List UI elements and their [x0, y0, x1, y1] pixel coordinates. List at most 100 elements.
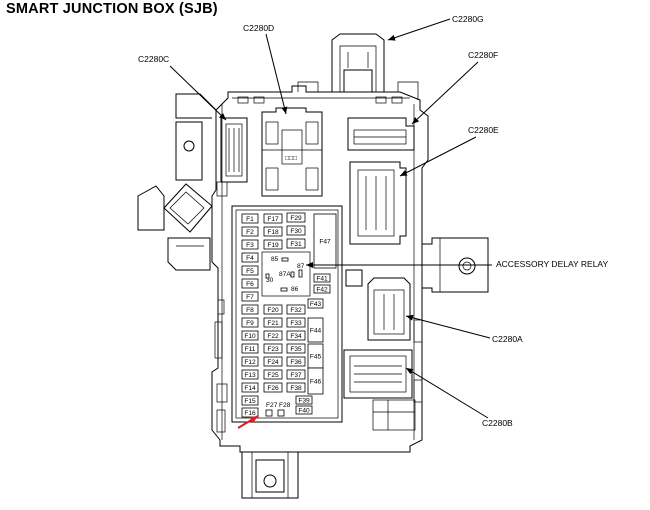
- fuse-f32-label: F32: [290, 307, 302, 314]
- fuse-f9-slot: [241, 317, 259, 328]
- fuse-f17-slot: [263, 213, 283, 224]
- fuse-f38-slot: [286, 382, 306, 393]
- fuse-f37-label: F37: [290, 372, 302, 379]
- fuse-f41-label: F41: [316, 275, 328, 282]
- fuse-f44-label: F44: [310, 327, 322, 334]
- fuse-f13-slot: [241, 369, 259, 380]
- connector-c2280e: [349, 161, 407, 245]
- fuse-f14-slot: [241, 382, 259, 393]
- fuse-f27-label: F27: [266, 402, 278, 409]
- fuse-f31-label: F31: [290, 241, 302, 248]
- fuse-f47-slot: [313, 213, 337, 269]
- relay-pin-85: 85: [271, 256, 279, 263]
- fuse-f10-label: F10: [244, 333, 256, 340]
- fuse-f15-label: F15: [244, 398, 256, 405]
- fuse-f19-label: F19: [267, 242, 279, 249]
- fuse-f14-label: F14: [244, 385, 256, 392]
- relay-pin-86-slot: [280, 287, 288, 292]
- label-c2280e: C2280E: [468, 125, 499, 135]
- fuse-f20-label: F20: [267, 307, 279, 314]
- fuse-f39-slot: [295, 395, 313, 405]
- fuse-f28-label: F28: [279, 402, 291, 409]
- fuse-f2-slot: [241, 226, 259, 237]
- left-mounting-brackets: [137, 93, 217, 271]
- fuse-f16-label: F16: [244, 410, 256, 417]
- label-c2280a: C2280A: [492, 334, 523, 344]
- fuse-f43-label: F43: [310, 301, 322, 308]
- fuse-layout: F1F2F3F4F5F6F7F8F9F10F11F12F13F14F15F16F…: [241, 212, 337, 418]
- fuse-f33-slot: [286, 317, 306, 328]
- fuse-f11-slot: [241, 343, 259, 354]
- fuse-f36-label: F36: [290, 359, 302, 366]
- relay-pin-87a-slot: [290, 271, 295, 278]
- fuse-f31-slot: [286, 238, 306, 249]
- fuse-f30-slot: [286, 225, 306, 236]
- junction-box-housing: [211, 85, 429, 453]
- connector-c2280g: [297, 33, 419, 100]
- fuse-f8-label: F8: [246, 307, 254, 314]
- fuse-f21-slot: [263, 317, 283, 328]
- fuse-f21-label: F21: [267, 320, 279, 327]
- fuse-f23-slot: [263, 343, 283, 354]
- fuse-f22-label: F22: [267, 333, 279, 340]
- relay-pin-85-slot: [281, 257, 289, 262]
- relay-pin-87a: 87A: [279, 271, 291, 278]
- fuse-f2-label: F2: [246, 229, 254, 236]
- label-c2280c: C2280C: [138, 54, 169, 64]
- fuse-f6-slot: [241, 278, 259, 289]
- fuse-f9-label: F9: [246, 320, 254, 327]
- fuse-f40-slot: [295, 405, 313, 415]
- relay-pin-30-slot: [265, 273, 270, 279]
- fuse-f45-label: F45: [310, 353, 322, 360]
- fuse-f25-slot: [263, 369, 283, 380]
- relay-pin-87-slot: [298, 269, 303, 278]
- fuse-f13-label: F13: [244, 372, 256, 379]
- fuse-f40-label: F40: [298, 407, 310, 414]
- fuse-f5-slot: [241, 265, 259, 276]
- fuse-f17-label: F17: [267, 216, 279, 223]
- fuse-f46-slot: [307, 367, 324, 395]
- connector-c2280c: [220, 117, 248, 183]
- fuse-f38-label: F38: [290, 385, 302, 392]
- fuse-f34-slot: [286, 330, 306, 341]
- svg-text:□□□: □□□: [285, 155, 297, 162]
- fuse-f34-label: F34: [290, 333, 302, 340]
- fuse-f28-slot: [277, 409, 285, 417]
- fuse-f6-label: F6: [246, 281, 254, 288]
- fuse-f7-slot: [241, 291, 259, 302]
- relay-pin-86: 86: [291, 286, 299, 293]
- fuse-f41-slot: [313, 273, 331, 283]
- bottom-mounting-tab: [241, 452, 299, 499]
- fuse-f44-slot: [307, 317, 324, 343]
- fuse-f35-slot: [286, 343, 306, 354]
- fuse-f22-slot: [263, 330, 283, 341]
- page-title: SMART JUNCTION BOX (SJB): [6, 1, 218, 17]
- leader-lines: [169, 18, 492, 429]
- fuse-f18-label: F18: [267, 229, 279, 236]
- connector-c2280f: [347, 117, 415, 151]
- fuse-f11-label: F11: [245, 346, 256, 353]
- label-c2280f: C2280F: [468, 50, 498, 60]
- label-c2280b: C2280B: [482, 418, 513, 428]
- fuse-f7-label: F7: [246, 294, 254, 301]
- fuse-panel: [231, 205, 363, 423]
- fuse-f12-slot: [241, 356, 259, 367]
- connector-c2280d: □□□: [261, 107, 323, 197]
- fuse-f5-label: F5: [246, 268, 254, 275]
- fuse-f27-slot: [265, 409, 273, 417]
- fuse-f24-label: F24: [267, 359, 279, 366]
- fuse-f26-slot: [263, 382, 283, 393]
- fuse-f4-label: F4: [246, 255, 254, 262]
- fuse-f20-slot: [263, 304, 283, 315]
- fuse-f4-slot: [241, 252, 259, 263]
- fuse-f15-slot: [241, 395, 259, 406]
- fuse-f23-label: F23: [267, 346, 279, 353]
- fuse-f29-label: F29: [290, 215, 302, 222]
- label-c2280g: C2280G: [452, 14, 484, 24]
- fuse-f29-slot: [286, 212, 306, 223]
- fuse-f19-slot: [263, 239, 283, 250]
- fuse-f42-slot: [313, 284, 331, 294]
- fuse-f10-slot: [241, 330, 259, 341]
- fuse-f8-slot: [241, 304, 259, 315]
